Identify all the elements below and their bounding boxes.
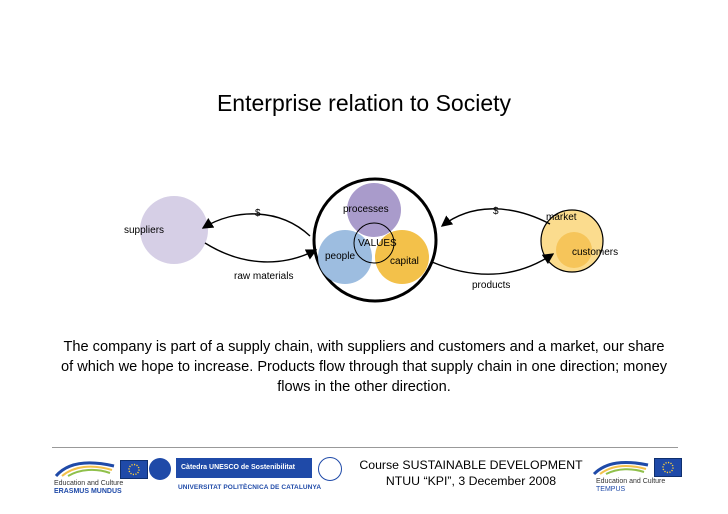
suppliers-circle — [140, 196, 208, 264]
upc-logo-icon — [149, 458, 171, 480]
enterprise-outer-circle — [312, 177, 438, 303]
erasmus-mundus-logo — [54, 461, 115, 478]
values-label: VALUES — [358, 238, 397, 249]
course-info: Course SUSTAINABLE DEVELOPMENT NTUU “KPI… — [356, 457, 586, 489]
raw-materials-label: raw materials — [234, 271, 293, 282]
market-outline — [540, 209, 604, 273]
values-circle — [353, 222, 395, 264]
enterprise-diagram: suppliers processes VALUES people capita… — [124, 177, 618, 303]
raw-materials-arrow — [204, 242, 318, 263]
left-logo-line2: ERASMUS MUNDUS — [54, 488, 122, 495]
right-logo-caption: Education and Culture TEMPUS — [596, 478, 665, 494]
suppliers-label: suppliers — [124, 225, 164, 236]
processes-circle — [347, 183, 401, 237]
globe-icon — [318, 457, 342, 481]
left-logo-caption: Education and Culture ERASMUS MUNDUS — [54, 480, 123, 496]
people-circle — [318, 230, 372, 284]
unesco-chair-banner: Càtedra UNESCO de Sostenibilitat — [176, 458, 312, 478]
people-label: people — [325, 251, 355, 262]
market-label: market — [546, 212, 577, 223]
left-logo-line1: Education and Culture — [54, 480, 124, 487]
processes-label: processes — [343, 204, 389, 215]
course-line-2: NTUU “KPI”, 3 December 2008 — [385, 474, 557, 488]
tempus-logo — [592, 460, 649, 476]
eu-flag-icon — [120, 460, 148, 479]
money-arrow-to-suppliers — [201, 213, 311, 237]
eu-flag-icon-right — [654, 458, 682, 477]
customers-label: customers — [572, 247, 618, 258]
upc-university-name: UNIVERSITAT POLITÈCNICA DE CATALUNYA — [178, 484, 322, 491]
products-arrow — [431, 253, 555, 275]
capital-label: capital — [390, 256, 419, 267]
course-line-1: Course SUSTAINABLE DEVELOPMENT — [359, 458, 583, 472]
products-label: products — [472, 280, 510, 291]
money-label-left: $ — [255, 208, 261, 219]
money-arrow-to-enterprise — [440, 208, 551, 227]
right-logo-line2: TEMPUS — [596, 486, 626, 493]
money-label-right: $ — [493, 206, 499, 217]
footer-divider — [52, 447, 678, 448]
right-logo-line1: Education and Culture — [596, 478, 666, 485]
slide-title: Enterprise relation to Society — [216, 90, 512, 116]
slide-caption: The company is part of a supply chain, w… — [61, 339, 667, 395]
customers-circle — [556, 232, 592, 268]
capital-circle — [375, 230, 429, 284]
